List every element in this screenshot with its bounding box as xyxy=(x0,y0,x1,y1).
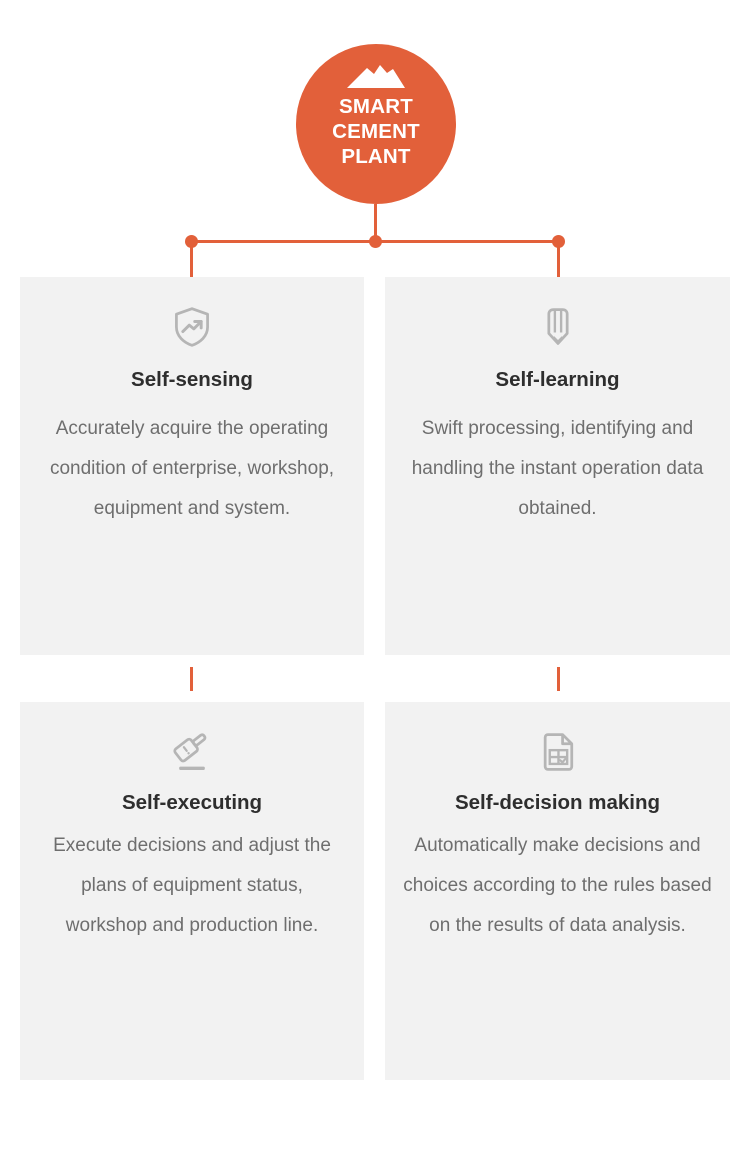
card-self-executing[interactable]: Self-executing Execute decisions and adj… xyxy=(20,702,364,1080)
connector-link-self-executing xyxy=(190,667,193,691)
card-self-sensing[interactable]: Self-sensing Accurately acquire the oper… xyxy=(20,277,364,655)
connector-hub-stem xyxy=(374,204,377,241)
smart-cement-plant-hub: SMART CEMENT PLANT xyxy=(296,44,456,204)
card-title-self-learning: Self-learning xyxy=(495,368,620,391)
card-title-self-decision-making: Self-decision making xyxy=(454,791,661,814)
hub-title-line-3: PLANT xyxy=(341,145,411,168)
card-title-self-executing: Self-executing xyxy=(121,791,263,814)
shield-trend-icon xyxy=(175,307,209,347)
card-description-self-decision-making: Automatically make decisions and choices… xyxy=(403,835,712,936)
card-description-self-sensing: Accurately acquire the operating conditi… xyxy=(49,418,335,519)
document-table-check-icon xyxy=(543,733,573,771)
card-self-learning[interactable]: Self-learning Swift processing, identify… xyxy=(385,277,730,655)
connector-node-right xyxy=(552,235,565,248)
connector-drop-self-learning xyxy=(557,246,560,278)
card-title-self-sensing: Self-sensing xyxy=(131,368,253,391)
connector-link-self-decision xyxy=(557,667,560,691)
card-description-self-executing: Execute decisions and adjust the plans o… xyxy=(53,835,331,936)
hub-title-line-1: SMART xyxy=(339,95,413,118)
connector-node-left xyxy=(185,235,198,248)
card-description-self-learning: Swift processing, identifying and handli… xyxy=(411,418,704,519)
cement-pile-icon xyxy=(347,65,405,88)
hub-title: SMART CEMENT PLANT xyxy=(332,94,420,169)
connector-node-center xyxy=(369,235,382,248)
hub-title-line-2: CEMENT xyxy=(332,120,420,143)
card-self-decision-making[interactable]: Self-decision making Automatically make … xyxy=(385,702,730,1080)
connector-drop-self-sensing xyxy=(190,246,193,278)
gavel-icon xyxy=(173,733,207,770)
pencil-icon xyxy=(546,308,569,345)
